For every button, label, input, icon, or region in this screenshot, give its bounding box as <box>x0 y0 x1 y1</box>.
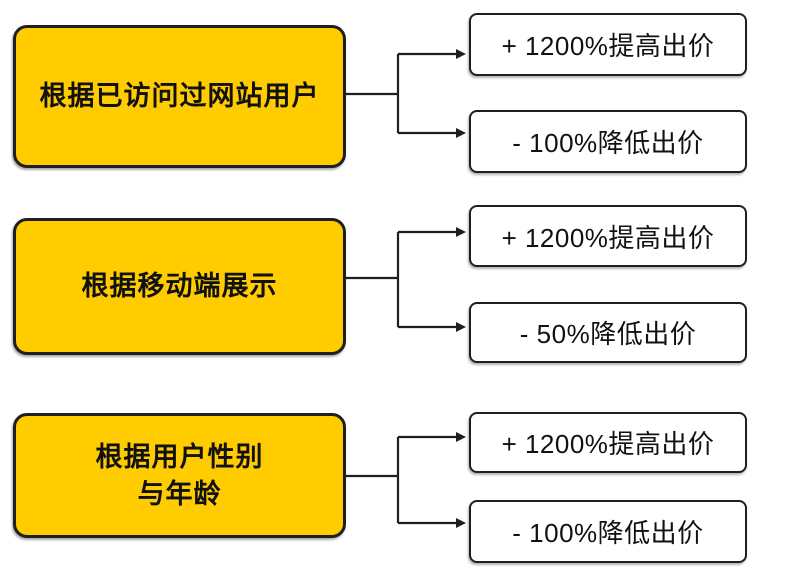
source-node-label: 根据移动端展示 <box>81 271 278 302</box>
target-node-raise-bid-3: + 1200%提高出价 <box>469 412 747 473</box>
connector-group-2 <box>346 227 466 332</box>
target-node-lower-bid-2: - 50%降低出价 <box>469 302 747 363</box>
target-node-label: - 50%降低出价 <box>519 319 697 349</box>
target-node-label: + 1200%提高出价 <box>501 222 715 253</box>
target-node-lower-bid-1: - 100%降低出价 <box>469 110 747 173</box>
target-node-label: - 100%降低出价 <box>512 128 704 158</box>
target-node-label: - 100%降低出价 <box>512 518 704 548</box>
source-node-mobile-display: 根据移动端展示 <box>13 218 346 355</box>
source-node-visited-users: 根据已访问过网站用户 <box>13 25 346 168</box>
target-node-raise-bid-1: + 1200%提高出价 <box>469 13 747 76</box>
source-node-label: 根据已访问过网站用户 <box>39 81 320 112</box>
connector-group-1 <box>346 49 466 138</box>
source-node-label: 根据用户性别 与年龄 <box>95 442 264 509</box>
target-node-label: + 1200%提高出价 <box>501 31 715 61</box>
target-node-lower-bid-3: - 100%降低出价 <box>469 500 747 563</box>
connector-group-3 <box>346 432 466 528</box>
source-node-gender-age: 根据用户性别 与年龄 <box>13 413 346 538</box>
target-node-raise-bid-2: + 1200%提高出价 <box>469 205 747 267</box>
target-node-label: + 1200%提高出价 <box>501 429 715 459</box>
